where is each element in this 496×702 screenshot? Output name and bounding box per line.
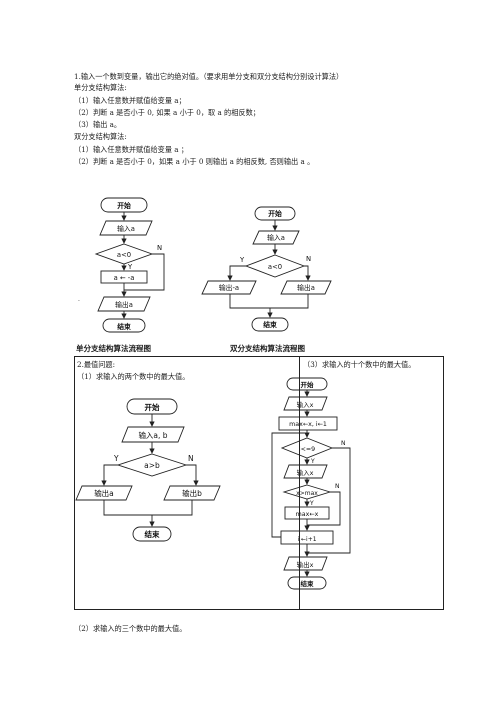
- single-branch-heading: 单分支结构算法:: [74, 83, 127, 92]
- problem-1-title: 1.输入一个数到变量，输出它的绝对值。（要求用单分支和双分支结构分别设计算法）: [74, 72, 344, 81]
- single-end-label: 结束: [117, 322, 131, 331]
- max2-no-label: N: [188, 454, 194, 463]
- max10-cond1-label: i<=9: [299, 446, 315, 453]
- question-2-text: （2）求输入的三个数中的最大值。: [74, 624, 187, 633]
- flowchart-max-ten: [271, 377, 351, 590]
- max10-output-label: 输出x: [297, 560, 314, 569]
- max10-init-label: max←x, i←1: [289, 421, 327, 428]
- single-branch-caption: 单分支结构算法流程图: [76, 344, 151, 353]
- single-step-3: （3）输出 a。: [74, 120, 122, 129]
- max2-start-label: 开始: [145, 402, 160, 412]
- single-input-label: 输入a: [117, 224, 135, 233]
- max2-out-b-label: 输出b: [182, 488, 202, 498]
- single-step-2: （2）判断 a 是否小于 0, 如果 a 小于 0，取 a 的相反数；: [74, 108, 260, 117]
- max10-yes2-label: Y: [309, 500, 314, 507]
- max10-no1-label: N: [341, 440, 346, 447]
- max10-assign-label: max←x: [296, 511, 319, 518]
- max-problems-table: 2.最值问题: （1）求输入的两个数中的最大值。 （3）求输入的十个数中的最大值…: [74, 356, 444, 610]
- max2-input-label: 输入a, b: [138, 430, 167, 440]
- single-start-label: 开始: [117, 201, 131, 210]
- max10-incr-label: i ←i+1: [297, 536, 316, 543]
- max2-cond-label: a>b: [144, 461, 160, 470]
- max10-input2-label: 输入x: [297, 468, 314, 477]
- max2-yes-label: Y: [113, 454, 119, 463]
- max10-start-label: 开始: [301, 380, 315, 389]
- section-2-title: 2.最值问题:: [77, 360, 116, 369]
- flowchart-single-branch: [94, 197, 165, 333]
- max10-cond2-label: x>max: [296, 490, 318, 497]
- flowchart-max-two: [75, 398, 221, 542]
- double-end-label: 结束: [263, 320, 277, 329]
- double-cond-label: a<0: [268, 263, 282, 271]
- double-step-2: （2）判断 a 是否小于 0，如果 a 小于 0 则输出 a 的相反数, 否则输…: [74, 157, 315, 166]
- double-branch-heading: 双分支结构算法:: [74, 132, 127, 141]
- max2-out-a-label: 输出a: [94, 488, 114, 498]
- double-branch-caption: 双分支结构算法流程图: [230, 344, 305, 353]
- max2-end-label: 结束: [145, 529, 160, 539]
- single-no-label: N: [157, 244, 162, 252]
- double-step-1: （1）输入任意数并赋值给变量 a ；: [74, 145, 189, 154]
- max10-input1-label: 输入x: [297, 400, 314, 409]
- single-yes-label: Y: [127, 263, 133, 271]
- single-cond-label: a<0: [117, 251, 131, 259]
- double-no-label: N: [306, 255, 311, 263]
- question-1-text: （1）求输入的两个数中的最大值。: [77, 372, 190, 381]
- stray-dot: .: [78, 296, 80, 303]
- max10-no2-label: N: [335, 483, 340, 490]
- double-yes-label: Y: [239, 256, 245, 264]
- question-3-text: （3）求输入的十个数中的最大值。: [303, 360, 416, 369]
- double-out-pos-label: 输出a: [297, 283, 315, 292]
- table-column-divider: [299, 357, 300, 609]
- flowchart-double-branch: [201, 206, 332, 332]
- single-assign-label: a ← -a: [114, 274, 135, 282]
- single-output-label: 输出a: [115, 300, 133, 309]
- double-input-label: 输入a: [267, 233, 285, 242]
- double-start-label: 开始: [268, 209, 282, 218]
- max10-end-label: 结束: [301, 579, 315, 588]
- max10-yes1-label: Y: [310, 458, 315, 465]
- double-out-neg-label: 输出-a: [219, 283, 239, 292]
- single-step-1: （1）输入任意数并赋值给变量 a；: [74, 96, 186, 105]
